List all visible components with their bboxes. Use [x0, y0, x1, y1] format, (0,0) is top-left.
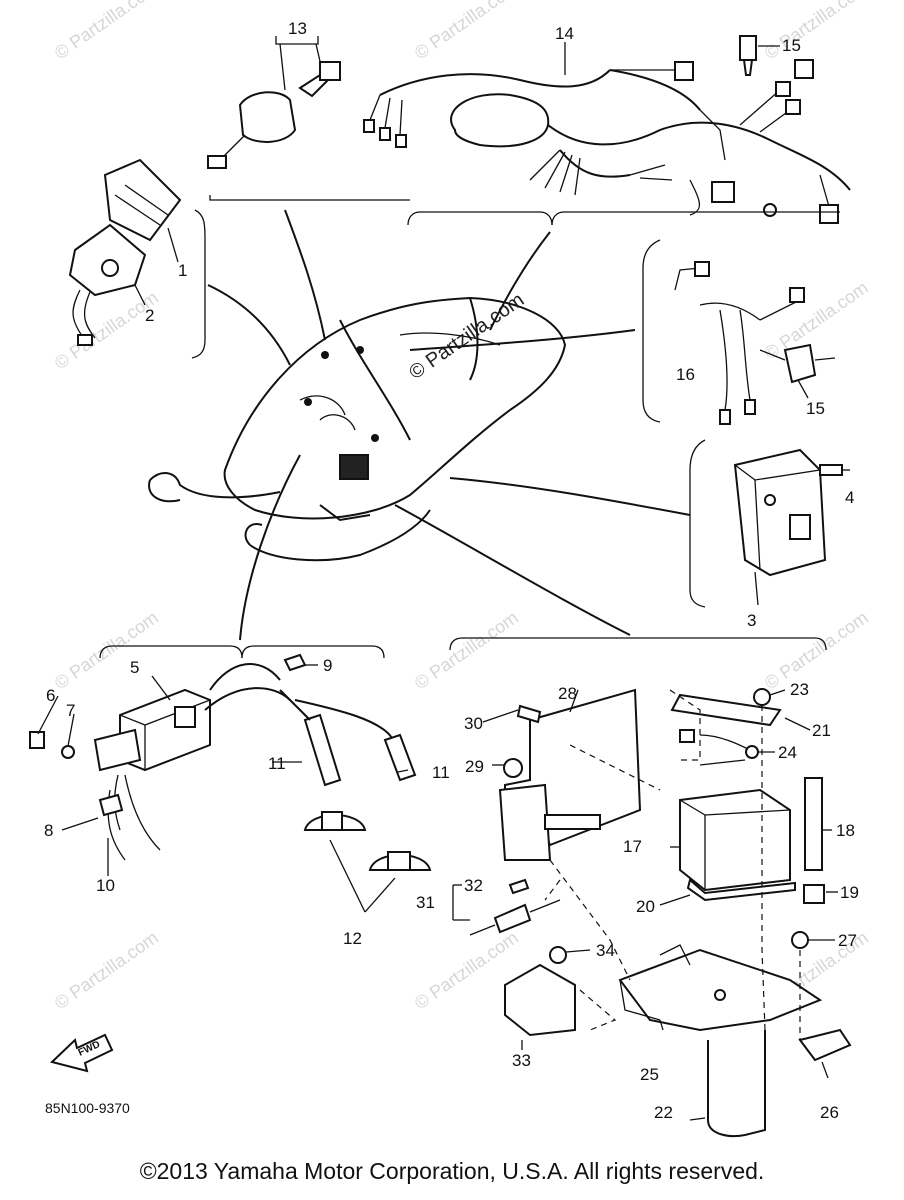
callout-2: 2	[145, 306, 154, 325]
callout-10: 10	[96, 876, 115, 895]
callout-11b: 11	[432, 763, 450, 782]
cdi-unit-group	[689, 439, 850, 608]
callout-7: 7	[66, 701, 75, 720]
callout-22: 21	[812, 721, 831, 740]
callout-23: 22	[654, 1103, 673, 1122]
callout-27: 26	[820, 1103, 839, 1122]
callout-18: 17	[623, 837, 642, 856]
ignition-coil-group	[29, 645, 432, 913]
callout-17: 16	[676, 365, 695, 384]
watermark: © Partzilla.com	[51, 287, 162, 373]
callout-8: 8	[44, 821, 53, 840]
watermark: © Partzilla.com	[761, 0, 872, 63]
watermark: © Partzilla.com	[51, 607, 162, 693]
watermark: © Partzilla.com	[761, 277, 872, 363]
callout-4: 4	[845, 488, 854, 507]
callout-1: 1	[178, 261, 187, 280]
callout-12: 12	[343, 929, 362, 948]
callout-26: 25	[640, 1065, 659, 1084]
watermark: © Partzilla.com	[51, 0, 162, 63]
callout-32: 31	[416, 893, 435, 912]
key-group	[739, 35, 780, 76]
callout-29: 28	[558, 684, 577, 703]
callout-20: 19	[840, 883, 859, 902]
callout-33: 32	[464, 876, 483, 895]
callout-31: 30	[464, 714, 483, 733]
fwd-arrow: FWD	[50, 1033, 114, 1073]
callout-6: 6	[46, 686, 55, 705]
watermark: © Partzilla.com	[411, 607, 522, 693]
callout-24: 23	[790, 680, 809, 699]
callout-11a: 11	[268, 754, 286, 773]
wire-harness-group	[363, 42, 851, 226]
callout-21: 20	[636, 897, 655, 916]
callout-35: 34	[596, 941, 615, 960]
callout-15: 15	[782, 36, 801, 55]
main-switch-group	[207, 36, 410, 201]
callout-13: 13	[288, 19, 307, 38]
callout-5: 5	[130, 658, 139, 677]
callout-34: 33	[512, 1051, 531, 1070]
callout-19: 18	[836, 821, 855, 840]
watermark: © Partzilla.com	[761, 607, 872, 693]
callout-28: 27	[838, 931, 857, 950]
watermark: © Partzilla.com	[411, 0, 522, 63]
snowmobile-illustration	[148, 296, 567, 562]
switch-cord-group	[642, 239, 836, 425]
callout-30: 29	[465, 757, 484, 776]
callout-14: 14	[555, 24, 574, 43]
callout-25: 24	[778, 743, 797, 762]
part-code: 85N100-9370	[45, 1100, 130, 1116]
handlebar-switch-group	[68, 158, 206, 359]
callout-9: 9	[323, 656, 332, 675]
battery-group	[449, 637, 852, 1138]
pointer-arrows	[207, 209, 691, 641]
callout-3: 3	[747, 611, 756, 630]
callout-16: 15	[806, 399, 825, 418]
copyright-footer: ©2013 Yamaha Motor Corporation, U.S.A. A…	[139, 1158, 765, 1184]
watermark: © Partzilla.com	[51, 927, 162, 1013]
